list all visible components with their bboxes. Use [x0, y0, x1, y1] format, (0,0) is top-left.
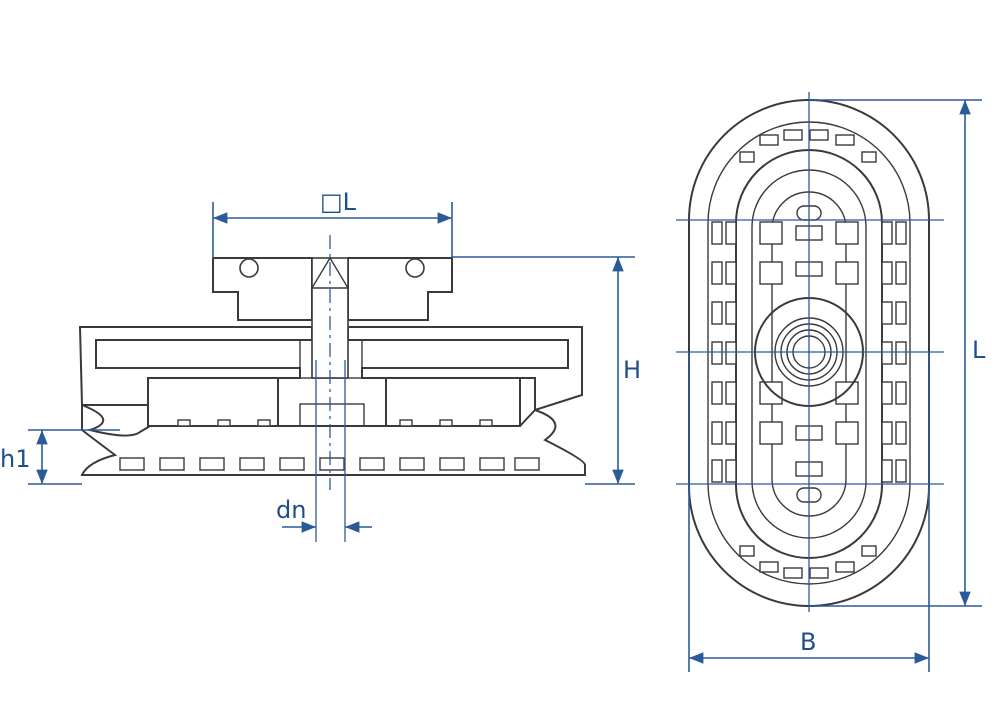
- o-ring-right: [405, 258, 425, 278]
- lip-studs: [177, 419, 493, 427]
- inner-plate-right: [361, 339, 569, 369]
- lip-slots: [119, 457, 540, 471]
- dim-label-length: L: [972, 336, 986, 364]
- dimensions-top: L B: [688, 99, 986, 672]
- inner-plate-left: [95, 339, 301, 369]
- section-view: [78, 235, 586, 542]
- nozzle-block-left: [212, 257, 313, 321]
- o-ring-left: [239, 258, 259, 278]
- center-slot: [299, 403, 365, 427]
- dim-label-height: H: [623, 356, 641, 384]
- nozzle-block-right: [347, 257, 453, 321]
- dim-label-width: B: [800, 628, 816, 656]
- side-slots: [711, 221, 907, 483]
- core-center: [277, 377, 387, 427]
- dimensions-section: □L H h1 dn: [0, 188, 641, 533]
- top-view: [676, 92, 944, 612]
- dim-label-side-width: □L: [320, 188, 357, 216]
- dim-label-lip-height: h1: [0, 445, 30, 473]
- core-left: [147, 377, 279, 427]
- core-right: [385, 377, 521, 427]
- dim-label-nozzle-diameter: dn: [276, 496, 306, 524]
